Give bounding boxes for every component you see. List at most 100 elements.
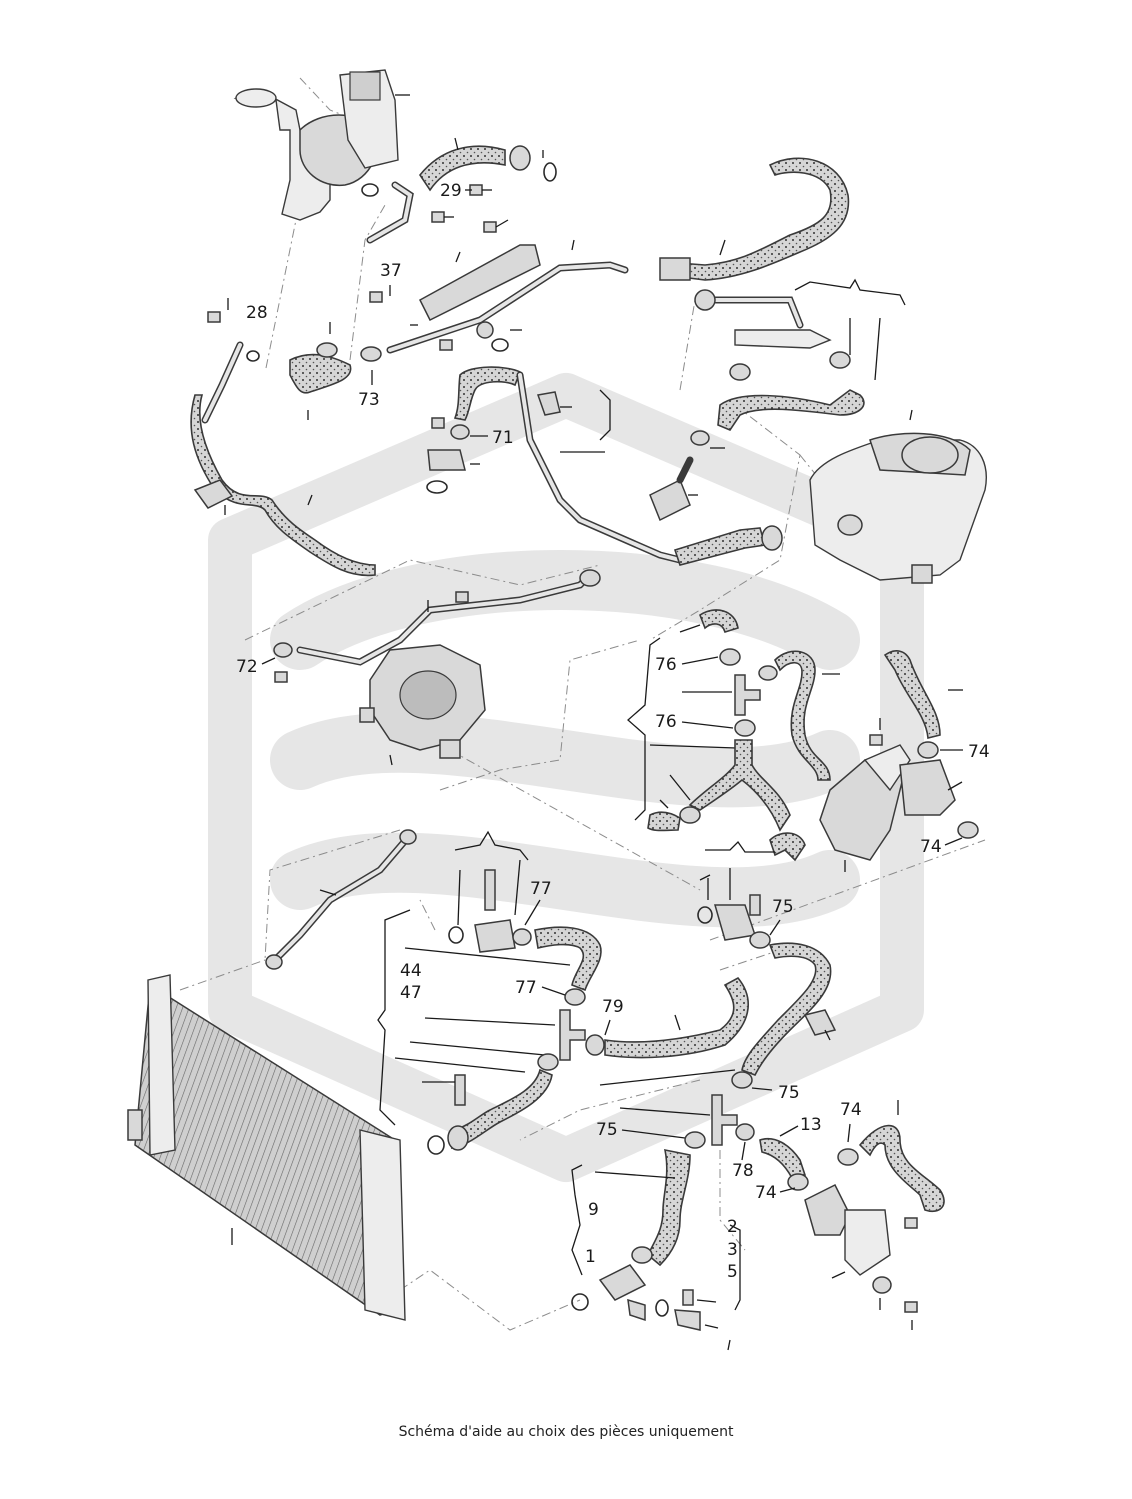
callout-75-middle: 75: [778, 1083, 800, 1103]
union-nut: [509, 145, 531, 171]
union-nut: [399, 829, 417, 845]
diagram-caption: Schéma d'aide au choix des pièces unique…: [398, 1424, 734, 1440]
hose-74-lower: [858, 1124, 945, 1212]
coolant-connector: [585, 1034, 605, 1056]
callout-72: 72: [236, 657, 258, 677]
hose-upper-right: [664, 157, 850, 281]
t-connector: [734, 674, 761, 716]
callout-47: 47: [400, 983, 422, 1003]
callout-76-lower: 76: [655, 712, 677, 732]
elbow-hose: [699, 609, 739, 634]
hose-13: [759, 1138, 807, 1179]
bolt: [483, 219, 509, 233]
callout-13: 13: [800, 1115, 822, 1135]
callout-78: 78: [732, 1161, 754, 1181]
hose-71: [453, 366, 522, 421]
clip: [803, 1009, 837, 1036]
quick-connector: [659, 257, 691, 281]
hose-clamp: [512, 928, 532, 946]
hose-clamp: [731, 1071, 753, 1089]
bolt: [455, 591, 469, 603]
banjo-fitting: [476, 321, 494, 339]
callout-37: 37: [380, 261, 402, 281]
auxiliary-coolant-pump: [899, 759, 956, 816]
callout-2: 2: [727, 1217, 738, 1237]
o-ring: [246, 350, 260, 362]
retaining-clip: [484, 869, 496, 911]
hose-clamp: [564, 988, 586, 1006]
hose-clamp: [450, 424, 470, 440]
hose-clamp: [631, 1246, 653, 1264]
bolt: [469, 184, 492, 196]
hose-clamp: [273, 642, 293, 658]
callout-28: 28: [246, 303, 268, 323]
hose-connector: [761, 525, 783, 551]
callout-74-lower-right: 74: [840, 1100, 862, 1120]
watermark-logo: [208, 373, 924, 1182]
hose-clamp: [579, 569, 601, 587]
bolt: [431, 211, 454, 223]
callout-74-lower-left: 74: [755, 1183, 777, 1203]
callout-1: 1: [585, 1247, 596, 1267]
o-ring: [448, 926, 464, 944]
o-ring: [491, 338, 509, 352]
heat-shield: [419, 244, 541, 322]
hose-clamp: [684, 1131, 706, 1149]
hose-clip: [193, 479, 234, 509]
coolant-flange: [649, 478, 691, 522]
hose-elbow-lower: [769, 832, 806, 862]
hose-upper-turbo-feed: [419, 145, 506, 192]
retaining-clip: [682, 1289, 694, 1306]
hose-y-branch: [688, 739, 791, 832]
o-ring: [361, 183, 379, 197]
o-ring: [427, 1135, 445, 1155]
o-ring: [697, 906, 713, 924]
callout-29: 29: [440, 181, 462, 201]
callout-74-upper: 74: [968, 742, 990, 762]
callout-76-upper: 76: [655, 655, 677, 675]
callout-77-lower: 77: [515, 978, 537, 998]
radiator: [127, 974, 406, 1321]
hose-74-upper: [883, 650, 941, 740]
o-ring: [543, 162, 557, 182]
union-nut: [694, 289, 716, 311]
hose-clamp: [735, 1123, 755, 1141]
hose-clamp: [719, 648, 741, 666]
hose-clamp: [537, 1053, 559, 1071]
hose-clamp: [787, 1173, 809, 1191]
hose-heater-feed: [774, 650, 831, 781]
o-ring: [655, 1299, 669, 1317]
small-pipe: [701, 296, 804, 329]
hose-clamp: [829, 351, 851, 369]
hose-clamp: [837, 1148, 859, 1166]
bolt: [274, 671, 288, 683]
coolant-flange: [427, 449, 466, 471]
hose-lower-main: [647, 1148, 691, 1267]
hose-clamp: [690, 430, 710, 446]
callout-9: 9: [588, 1200, 599, 1220]
callout-74-right: 74: [920, 837, 942, 857]
coolant-temperature-sensor: [674, 1309, 701, 1331]
hose-clamp: [917, 741, 939, 759]
hose-clamp: [957, 821, 979, 839]
union-nut: [265, 954, 283, 970]
hose-79: [604, 976, 749, 1059]
hose-clamp: [729, 363, 751, 381]
callout-73: 73: [358, 390, 380, 410]
bolt: [369, 291, 383, 303]
retaining-clip: [749, 894, 761, 916]
coolant-temperature-sender-housing: [598, 1264, 647, 1301]
bolt: [439, 339, 453, 351]
coolant-pump-bracket: [819, 744, 911, 861]
hose-to-expansion-tank: [673, 527, 767, 566]
bolt: [904, 1301, 918, 1313]
callout-75-upper: 75: [772, 897, 794, 917]
expansion-tank: [809, 432, 987, 584]
callout-3: 3: [727, 1240, 738, 1260]
hose-expansion-lower: [717, 389, 865, 431]
pipe-section: [734, 329, 832, 349]
hose-73: [289, 353, 352, 394]
retaining-clip: [627, 1298, 646, 1322]
coolant-pump-housing: [359, 644, 486, 759]
bolt: [869, 734, 883, 746]
